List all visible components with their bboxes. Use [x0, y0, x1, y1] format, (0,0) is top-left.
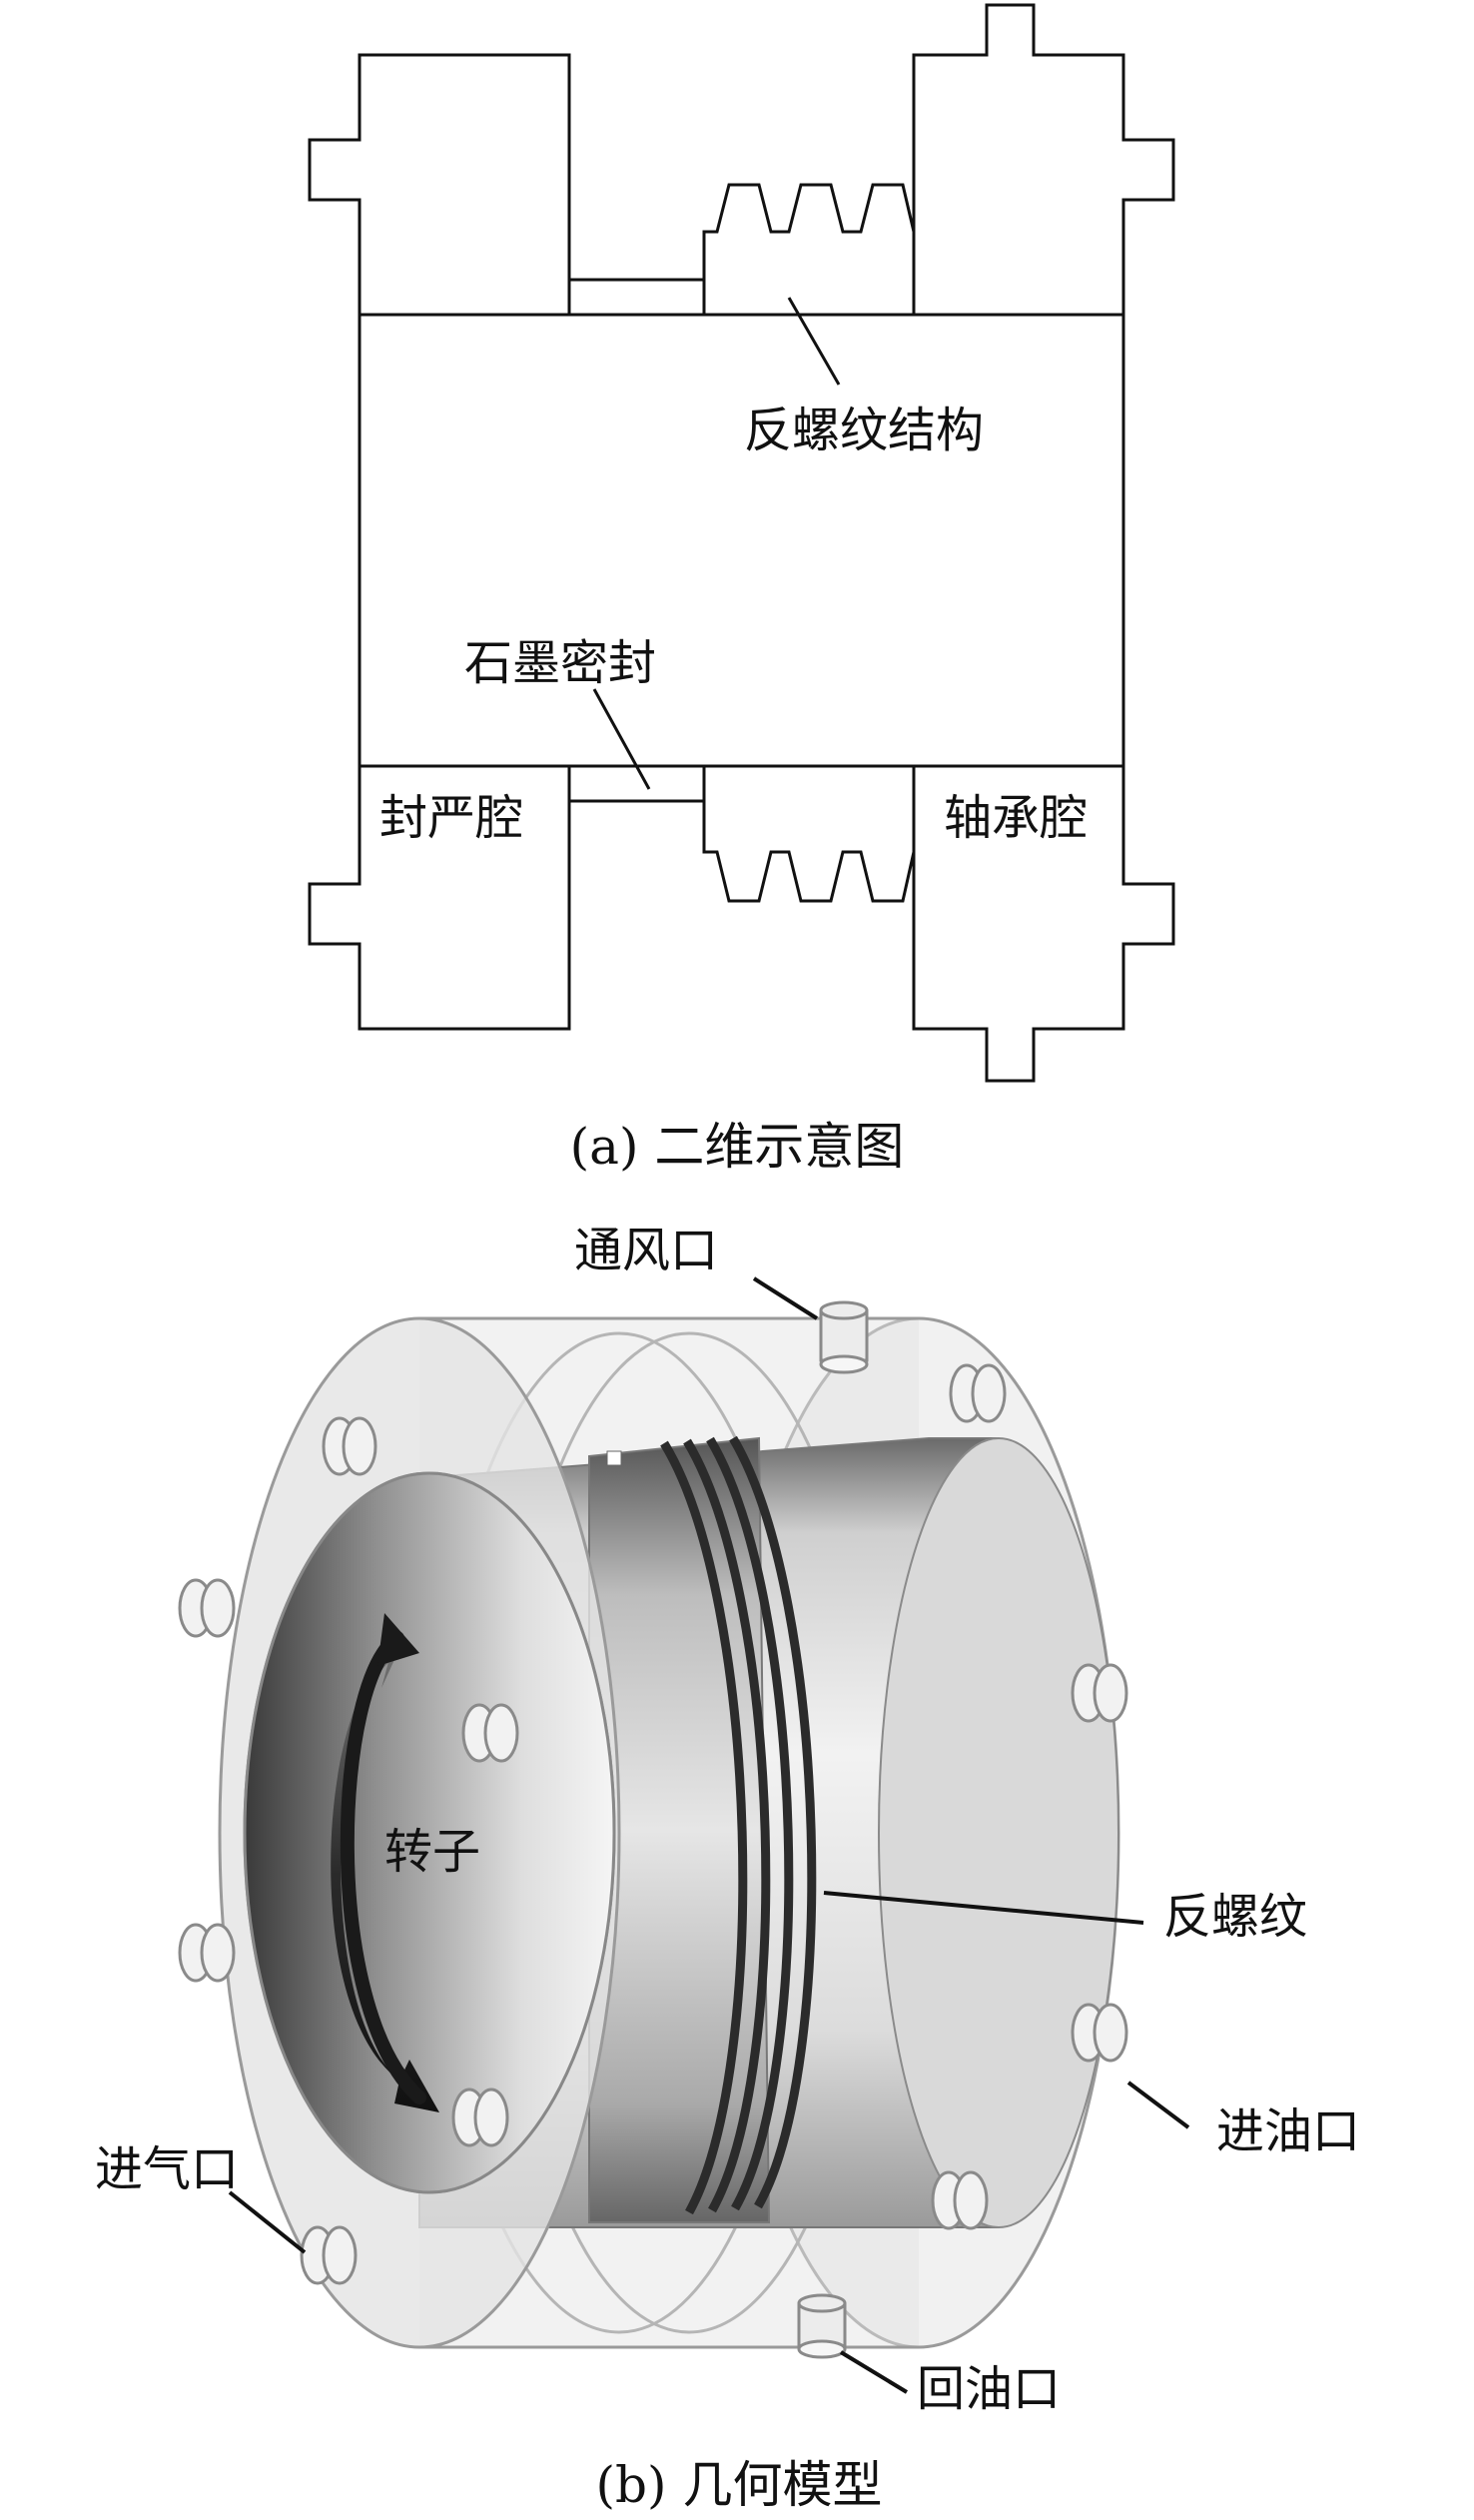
lower-left-housing: [308, 764, 571, 1031]
label-graphite-seal: 石墨密封: [464, 635, 656, 691]
label-vent-port: 通风口: [574, 1223, 718, 1278]
upper-thread-teeth: [702, 183, 916, 315]
leader-graphite-seal: [592, 688, 651, 790]
label-reverse-thread-structure: 反螺纹结构: [744, 403, 984, 458]
label-air-inlet: 进气口: [95, 2141, 239, 2197]
leader-air-inlet: [228, 2190, 307, 2254]
label-reverse-thread: 反螺纹: [1163, 1889, 1307, 1945]
left-flange-bolt-holes: [178, 1416, 519, 2285]
leader-oil-inlet: [1126, 2081, 1190, 2129]
geometry-model-3d: [178, 1276, 1190, 2394]
lower-thread-teeth: [702, 766, 916, 903]
rotor-body: [358, 313, 1125, 768]
right-flange-bolt-holes: [931, 1363, 1128, 2230]
leader-reverse-thread: [787, 297, 841, 386]
caption-b: (b) 几何模型: [596, 2456, 883, 2514]
leader-vent-port: [752, 1276, 819, 1320]
lower-right-housing: [912, 764, 1175, 1083]
schematic-2d: [308, 3, 1175, 1083]
vent-port-pipe: [819, 1300, 869, 1374]
label-oil-return: 回油口: [917, 2361, 1061, 2417]
leader-reverse-thread: [823, 1891, 1144, 1925]
label-rotor: 转子: [384, 1824, 480, 1880]
label-oil-inlet: 进油口: [1216, 2103, 1360, 2159]
reverse-thread-grooves: [660, 1435, 817, 2215]
caption-a: (a) 二维示意图: [570, 1118, 905, 1176]
oil-return-pipe: [797, 2293, 847, 2359]
upper-left-housing: [308, 53, 571, 317]
upper-right-housing: [912, 3, 1175, 317]
label-seal-cavity: 封严腔: [379, 790, 523, 846]
label-bearing-cavity: 轴承腔: [944, 790, 1088, 846]
rotor-bore: [243, 1471, 616, 2194]
leader-oil-return: [839, 2350, 909, 2394]
